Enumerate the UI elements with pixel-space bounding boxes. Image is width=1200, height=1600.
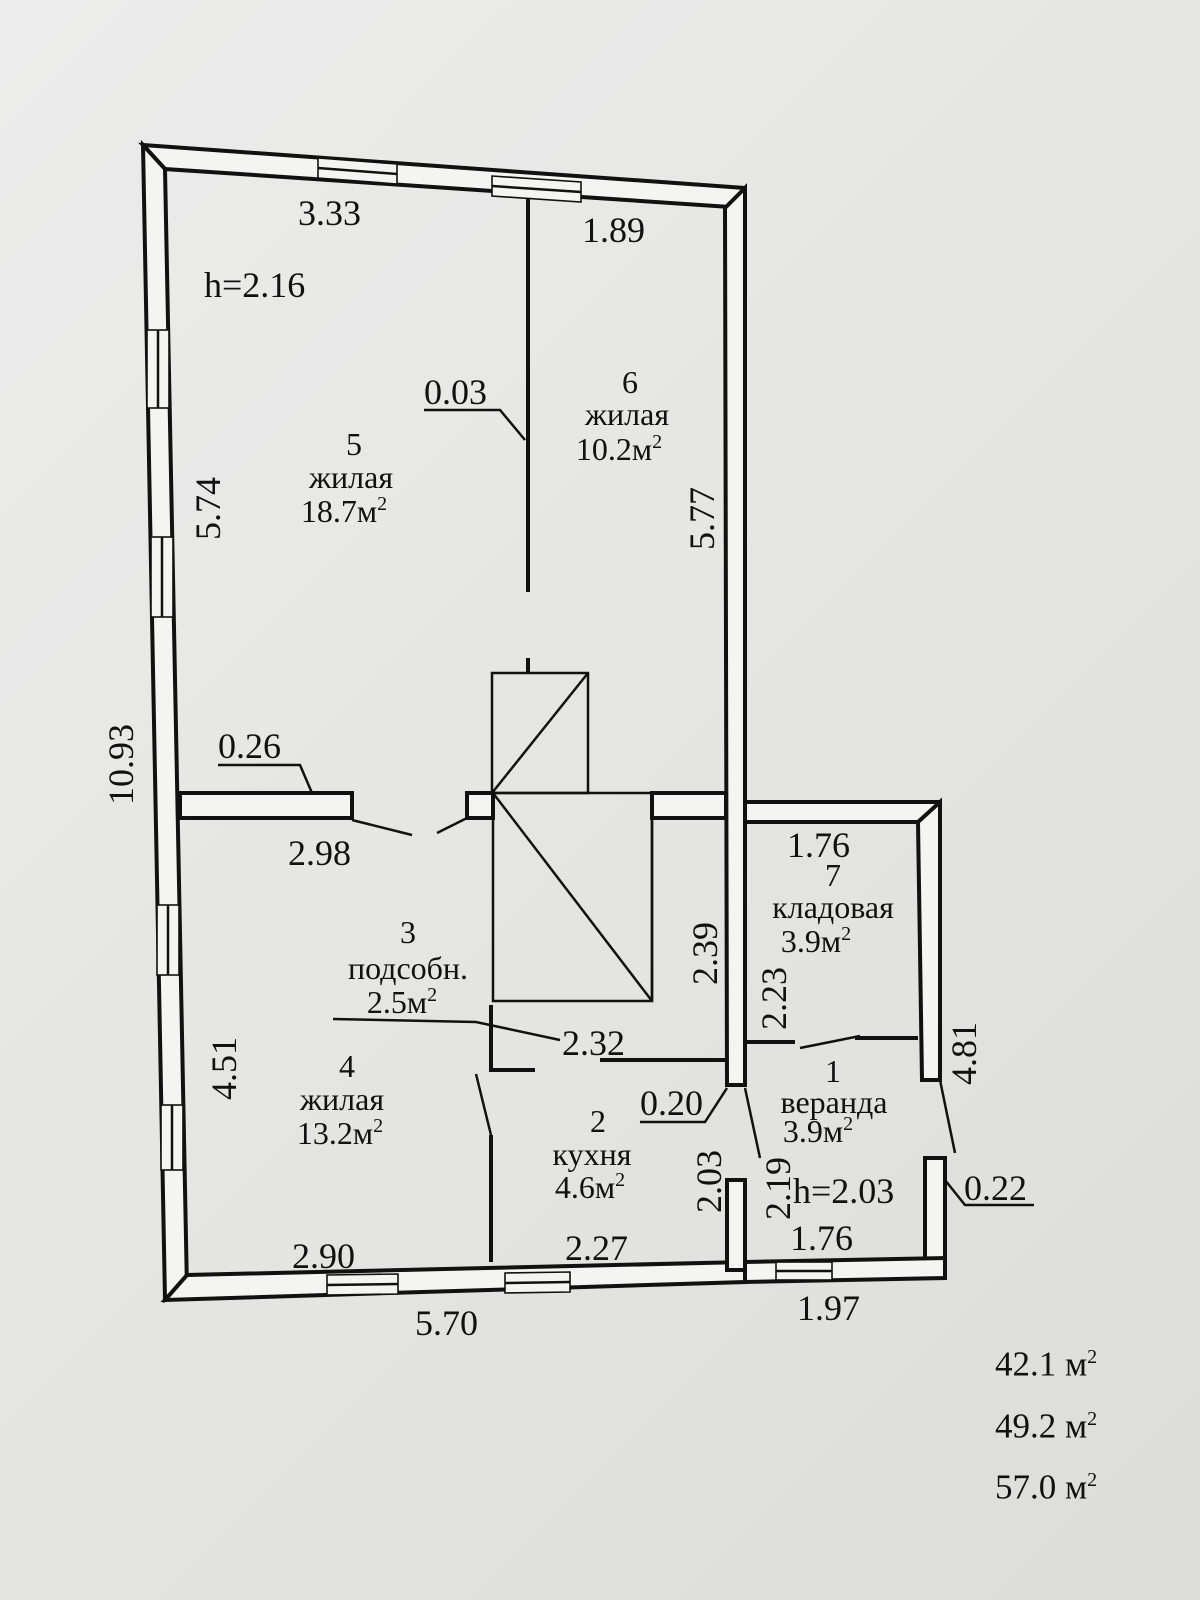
stair <box>490 671 654 1003</box>
dim-pantry-height: 2.23 <box>754 967 794 1030</box>
room-number: 2 <box>590 1103 606 1139</box>
dim-left-lower: 4.51 <box>204 1037 244 1100</box>
room-type: веранда <box>781 1084 888 1120</box>
dim-top-right: 1.89 <box>582 210 645 250</box>
dim-bottom-room4: 2.90 <box>292 1236 355 1276</box>
room-7-label: 7 кладовая 3.9м2 <box>772 857 894 959</box>
room-type: жилая <box>308 459 393 495</box>
door-leaf <box>743 1087 762 1159</box>
room-type: жилая <box>584 396 669 432</box>
room-type: жилая <box>299 1081 384 1117</box>
annex-top-wall <box>743 800 942 824</box>
dim-veranda-outer: 1.97 <box>797 1288 860 1328</box>
dim-hall-width: 2.32 <box>562 1023 625 1063</box>
windows <box>146 157 582 1296</box>
annex-right-wall <box>915 797 942 1082</box>
area-totals: 42.1 м2 49.2 м2 57.0 м2 <box>995 1330 1097 1515</box>
dim-pantry-width: 1.76 <box>787 825 850 865</box>
hall-wall <box>489 1005 535 1072</box>
door-leaf <box>799 1034 861 1050</box>
dim-veranda-door: 2.19 <box>758 1157 798 1220</box>
door-leaf <box>938 1079 957 1154</box>
room-5-label: 5 жилая 18.7м2 <box>301 426 393 529</box>
room-type: кладовая <box>772 889 894 925</box>
dim-stair-height: 2.39 <box>685 922 725 985</box>
dim-bottom-total: 5.70 <box>415 1303 478 1343</box>
room-number: 1 <box>825 1053 841 1089</box>
room-number: 5 <box>346 426 362 462</box>
room-number: 6 <box>622 364 638 400</box>
room-area: 2.5м2 <box>367 984 437 1020</box>
annex <box>743 797 957 1285</box>
dim-room5-right: 5.77 <box>682 487 722 550</box>
dim-veranda-height: 4.81 <box>944 1022 984 1085</box>
room-6-label: 6 жилая 10.2м2 <box>576 364 669 467</box>
dim-veranda-wall: 0.22 <box>964 1168 1027 1208</box>
room-type: кухня <box>553 1136 632 1172</box>
room-type: подсобн. <box>348 950 468 986</box>
room-area: 18.7м2 <box>301 493 387 529</box>
dim-left-upper: 5.74 <box>188 477 228 540</box>
dim-left-total: 10.93 <box>101 724 141 805</box>
total-useful-area: 49.2 м2 <box>995 1406 1098 1446</box>
room-2-label: 2 кухня 4.6м2 <box>553 1103 632 1205</box>
room-number: 3 <box>400 914 416 950</box>
height-main: h=2.16 <box>204 265 305 305</box>
interior-walls <box>178 198 728 1262</box>
dim-partition: 0.03 <box>424 372 487 412</box>
room-area: 4.6м2 <box>555 1169 625 1205</box>
room-area: 3.9м2 <box>783 1113 853 1149</box>
room-1-label: 1 веранда 3.9м2 <box>781 1053 888 1149</box>
dim-top-left: 3.33 <box>298 193 361 233</box>
room-number: 7 <box>825 857 841 893</box>
top-wall <box>138 142 747 211</box>
room-3-label: 3 подсобн. 2.5м2 <box>348 914 468 1020</box>
total-area: 57.0 м2 <box>995 1467 1098 1507</box>
room-area: 10.2м2 <box>576 431 662 467</box>
dim-corridor: 2.98 <box>288 833 351 873</box>
dim-middle-wall: 0.26 <box>218 726 281 766</box>
room-number: 4 <box>339 1048 355 1084</box>
leader-lines <box>218 408 1034 1207</box>
dim-bottom-kitchen: 2.27 <box>565 1228 628 1268</box>
bottom-wall <box>160 1259 747 1303</box>
door-leaf <box>436 816 468 835</box>
dim-wall-thickness: 0.20 <box>640 1083 703 1123</box>
middle-wall-left <box>178 791 354 820</box>
door-leaf <box>351 818 413 837</box>
kitchen-wall-stub <box>725 1178 747 1272</box>
veranda-bottom-wall <box>743 1255 947 1285</box>
room-4-label: 4 жилая 13.2м2 <box>297 1048 384 1151</box>
dimension-labels: 3.33 1.89 0.03 5.77 5.74 10.93 0.26 2.98… <box>101 193 1027 1343</box>
middle-wall-right <box>650 791 728 820</box>
dim-kitchen-height: 2.03 <box>689 1150 729 1213</box>
dim-veranda-inner: 1.76 <box>790 1218 853 1258</box>
room-area: 13.2м2 <box>297 1115 383 1151</box>
door-leaf <box>474 1073 493 1136</box>
right-wall <box>722 183 747 1087</box>
room-area: 3.9м2 <box>781 923 851 959</box>
exterior-walls <box>138 139 747 1304</box>
total-living-area: 42.1 м2 <box>995 1344 1098 1384</box>
middle-wall-stair <box>465 791 495 820</box>
height-veranda: h=2.03 <box>793 1171 894 1211</box>
